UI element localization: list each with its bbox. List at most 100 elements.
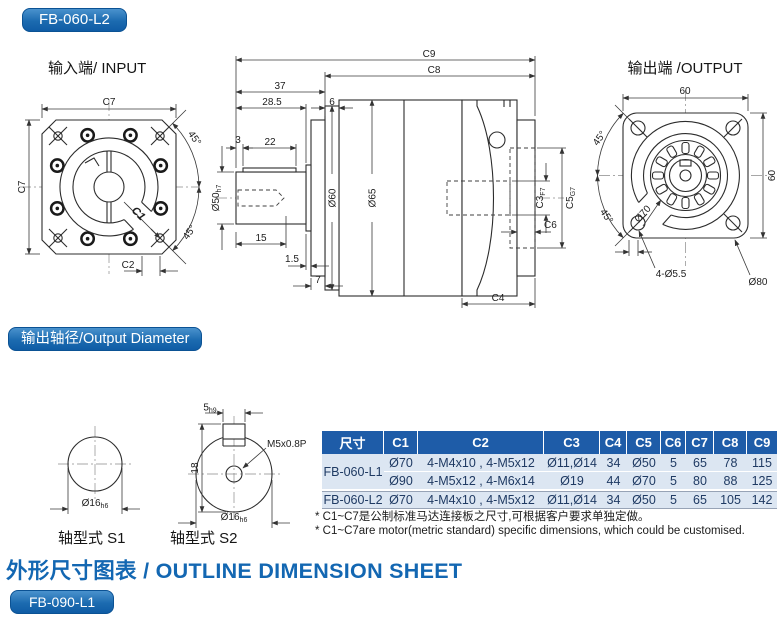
- input-clamp-collar: [59, 137, 159, 237]
- dim-7-label: 7: [315, 275, 321, 286]
- dim-tap-leader: [242, 447, 267, 469]
- dim-dia80-leader: [734, 239, 751, 276]
- table-cell: Ø19: [544, 471, 600, 489]
- dim-1-5-label: 1.5: [285, 254, 299, 265]
- dim-c3-label: C3F7: [535, 187, 547, 208]
- table-row: Ø90 4-M5x12 , 4-M6x14 Ø19 44 Ø70 5 80 88…: [322, 471, 777, 489]
- dia50-main: Ø50: [211, 192, 222, 211]
- table-cell: 5: [661, 471, 686, 489]
- s1-dia-tol: h6: [101, 503, 109, 510]
- dim-c7-left: [25, 119, 40, 255]
- table-header-cell: C8: [714, 431, 747, 454]
- dim-60-top-label: 60: [679, 86, 691, 97]
- dim-1-5: [288, 234, 329, 290]
- table-cell-model: FB-060-L2: [322, 489, 384, 509]
- dim-22-label: 22: [264, 137, 276, 148]
- dim-37-label: 37: [274, 81, 286, 92]
- table-cell: Ø11,Ø14: [544, 454, 600, 471]
- dim-c7-left-label: C7: [17, 180, 28, 193]
- dim-18-label: 18: [190, 462, 201, 474]
- dim-dia65-label: Ø65: [368, 188, 379, 207]
- gearbox-body: [235, 99, 536, 297]
- dim-dia80-label: Ø80: [749, 277, 768, 288]
- table-cell: 5: [661, 489, 686, 509]
- table-header-cell: C6: [661, 431, 686, 454]
- table-cell: 142: [747, 489, 777, 509]
- dim-c3: [512, 163, 550, 233]
- table-cell: Ø70: [384, 489, 418, 509]
- table-row: FB-060-L2 Ø70 4-M4x10 , 4-M5x12 Ø11,Ø14 …: [322, 489, 777, 509]
- table-cell: Ø70: [627, 471, 661, 489]
- table-cell: 34: [600, 454, 627, 471]
- shaft-s1-label: 轴型式 S1: [58, 530, 126, 547]
- table-header-cell: C7: [686, 431, 714, 454]
- table-cell: 4-M5x12 , 4-M6x14: [418, 471, 544, 489]
- s2-key-tol: h9: [209, 408, 217, 415]
- dimension-table: 尺寸 C1 C2 C3 C4 C5 C6 C7 C8 C9 FB-060-L1 …: [322, 431, 777, 509]
- table-row: FB-060-L1 Ø70 4-M4x10 , 4-M5x12 Ø11,Ø14 …: [322, 454, 777, 489]
- output-diameter-badge: 输出轴径/Output Diameter: [8, 327, 203, 351]
- shaft-s2-key: [222, 423, 246, 447]
- table-cell: 80: [686, 471, 714, 489]
- dim-c5-label: C5G7: [565, 187, 577, 209]
- s1-dia-main: Ø16: [82, 498, 101, 509]
- dim-c4: [461, 278, 536, 308]
- output-view-drawing: 60 60 Ø70 4-Ø5.5 Ø80 45° 45°: [591, 86, 778, 288]
- table-header-cell: C1: [384, 431, 418, 454]
- table-cell: Ø70: [384, 454, 418, 471]
- dim-3-label: 3: [235, 135, 241, 146]
- dim-dia60-label: Ø60: [328, 188, 339, 207]
- dim-28-5: [235, 104, 307, 163]
- dim-18: [198, 423, 226, 513]
- table-cell: 88: [714, 471, 747, 489]
- shaft-s2-drawing: M5x0.8P 5h9 18 Ø16h6: [178, 403, 307, 528]
- table-header-cell: C3: [544, 431, 600, 454]
- input-view-title: 输入端/ INPUT: [48, 60, 147, 77]
- dim-corner-holes: [615, 230, 656, 269]
- dim-45-arcs: [595, 104, 632, 247]
- dia50-tol: h7: [216, 185, 223, 193]
- table-cell: 105: [714, 489, 747, 509]
- dim-s2-dia: [178, 480, 290, 528]
- table-cell: Ø90: [384, 471, 418, 489]
- c3-main: C3: [535, 195, 546, 208]
- input-bolt-holes: [49, 127, 169, 247]
- output-view-title: 输出端 /OUTPUT: [627, 60, 743, 77]
- dim-s2-dia-label: Ø16h6: [221, 512, 248, 524]
- s2-dia-main: Ø16: [221, 512, 240, 523]
- dim-c4-label: C4: [492, 293, 505, 304]
- dim-c7-top-label: C7: [103, 97, 116, 108]
- shaft-s2-tap-hole: [225, 465, 243, 483]
- dim-15: [235, 216, 287, 248]
- dim-c6-label: C6: [544, 220, 557, 231]
- dim-6-label: 6: [329, 97, 335, 108]
- input-view-drawing: C7 C7 C1 C2 45° 45°: [17, 97, 203, 276]
- c5-main: C5: [565, 196, 576, 209]
- shaft-s1-drawing: Ø16h6: [50, 426, 140, 514]
- dim-key-width-label: 5h9: [203, 403, 216, 415]
- dim-45-upper-label: 45°: [591, 129, 609, 148]
- table-cell: 65: [686, 454, 714, 471]
- dim-c2: [124, 256, 178, 276]
- dim-s1-dia: [50, 468, 140, 514]
- dim-c2-label: C2: [122, 260, 135, 271]
- section-view-drawing: C9 C8 37 28.5 6 3 22: [211, 49, 577, 308]
- model-badge-fb-060-l2: FB-060-L2: [22, 8, 127, 32]
- table-header-cell: 尺寸: [322, 431, 384, 454]
- c5-tol: G7: [570, 187, 577, 196]
- footnote-en: * C1~C7are motor(metric standard) specif…: [315, 525, 745, 537]
- table-cell: 44: [600, 471, 627, 489]
- dim-c8-label: C8: [428, 65, 441, 76]
- table-header-cell: C4: [600, 431, 627, 454]
- dim-dia70-leader: [642, 199, 662, 227]
- table-cell: Ø50: [627, 454, 661, 471]
- dim-c1-leader: [123, 201, 161, 239]
- shaft-s2-label: 轴型式 S2: [170, 530, 238, 547]
- output-shaft-bore: [668, 158, 703, 193]
- dim-corner-holes-label: 4-Ø5.5: [656, 269, 687, 280]
- table-cell: 78: [714, 454, 747, 471]
- dim-3: [226, 144, 253, 166]
- input-bolt-hole-centers: [55, 133, 163, 241]
- table-cell: Ø50: [627, 489, 661, 509]
